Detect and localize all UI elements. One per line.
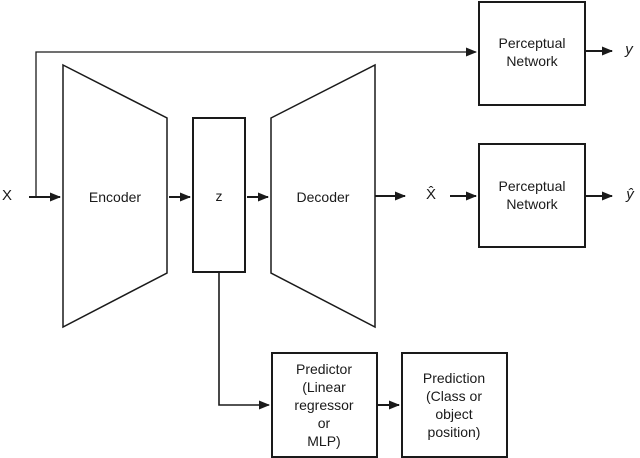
prediction-line4: position) bbox=[427, 424, 481, 440]
input-x-label: X bbox=[1, 187, 13, 204]
latent-to-predictor-arrow bbox=[218, 273, 270, 410]
input-branch-to-perceptual-line bbox=[35, 47, 477, 197]
prediction-box bbox=[401, 352, 508, 458]
encoder-shape bbox=[62, 63, 168, 329]
perceptual-network-top-line2: Network bbox=[506, 53, 558, 69]
perceptual-network-bottom-label: Perceptual Network bbox=[499, 177, 566, 213]
predictor-label: Predictor (Linear regressor or MLP) bbox=[294, 360, 353, 450]
latent-z-box bbox=[192, 117, 246, 273]
decoder-shape bbox=[270, 63, 376, 329]
perceptual-network-top-box bbox=[478, 1, 586, 106]
perceptual-network-top-line1: Perceptual bbox=[498, 35, 566, 51]
predictor-box bbox=[271, 352, 378, 458]
encoder-label: Encoder bbox=[88, 189, 142, 205]
prediction-line3: object bbox=[435, 406, 473, 422]
output-y-label: y bbox=[625, 41, 633, 58]
reconstruction-x-hat-label: X̂ bbox=[425, 186, 437, 203]
decoder-label: Decoder bbox=[296, 189, 350, 205]
predictor-line4: or bbox=[317, 415, 331, 431]
predictor-line5: MLP) bbox=[307, 433, 341, 449]
perceptual-network-bottom-box bbox=[478, 143, 586, 248]
predictor-line3: regressor bbox=[294, 397, 354, 413]
prediction-line1: Prediction bbox=[422, 370, 486, 386]
perceptual-network-top-label: Perceptual Network bbox=[499, 34, 566, 70]
latent-z-label: z bbox=[215, 188, 223, 204]
output-y-hat-label: ŷ bbox=[626, 186, 634, 203]
prediction-label: Prediction (Class or object position) bbox=[423, 369, 485, 441]
perceptual-network-bottom-line1: Perceptual bbox=[498, 178, 566, 194]
predictor-line1: Predictor bbox=[295, 361, 353, 377]
perceptual-network-bottom-line2: Network bbox=[506, 196, 558, 212]
prediction-line2: (Class or bbox=[425, 388, 483, 404]
predictor-line2: (Linear bbox=[302, 379, 346, 395]
